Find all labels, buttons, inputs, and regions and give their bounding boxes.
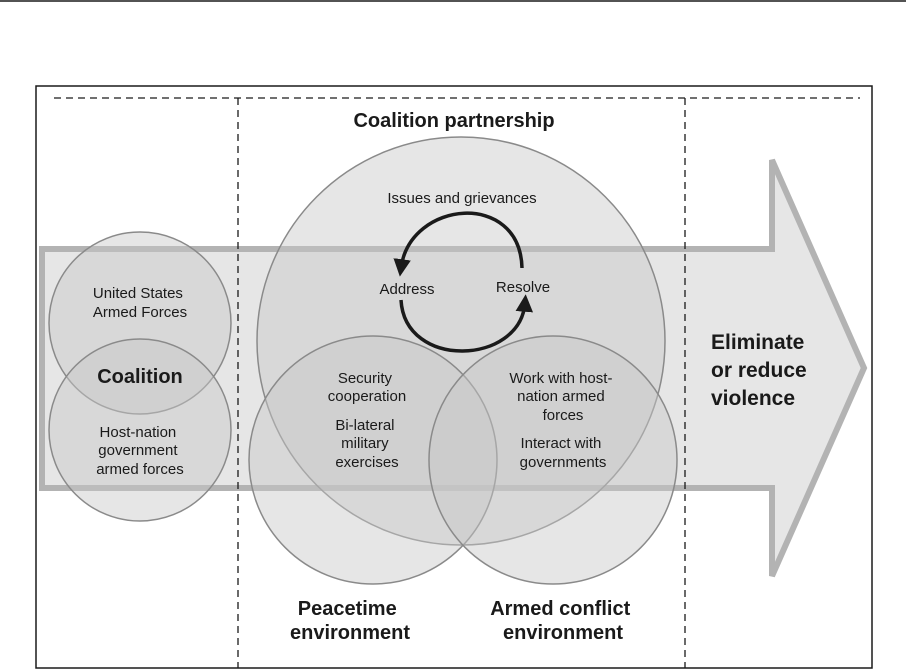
outcome-label: Eliminate or reduce violence bbox=[711, 331, 813, 410]
cycle-arrows bbox=[393, 211, 534, 353]
resolve-label: Resolve bbox=[496, 279, 550, 296]
us-armed-forces-label: United States Armed Forces bbox=[93, 285, 187, 321]
coalition-partnership-heading: Coalition partnership bbox=[353, 110, 554, 132]
outcome-arrow bbox=[39, 158, 868, 578]
cycle-arrow-bottom bbox=[399, 294, 534, 353]
us-armed-forces-circle bbox=[48, 231, 232, 415]
address-label: Address bbox=[379, 281, 434, 298]
issues-grievances-label: Issues and grievances bbox=[387, 190, 536, 207]
cycle-arrow-top bbox=[393, 211, 524, 277]
security-cooperation-label: Security cooperation bbox=[328, 370, 406, 405]
armed-conflict-caption: Armed conflict environment bbox=[490, 598, 636, 644]
armed-conflict-circle bbox=[428, 335, 678, 585]
coalition-partnership-circle bbox=[256, 136, 666, 546]
coalition-label: Coalition bbox=[97, 366, 183, 388]
host-nation-circle bbox=[48, 338, 232, 522]
host-nation-label: Host-nation government armed forces bbox=[96, 424, 184, 478]
partnership-circles bbox=[248, 136, 678, 585]
coalition-circles bbox=[48, 231, 232, 522]
peacetime-caption: Peacetime environment bbox=[290, 598, 410, 644]
host-nation-forces-label: Work with host- nation armed forces bbox=[509, 370, 616, 424]
interact-governments-label: Interact with governments bbox=[520, 435, 607, 471]
bilateral-exercises-label: Bi-lateral military exercises bbox=[335, 417, 398, 471]
peacetime-circle bbox=[248, 335, 498, 585]
